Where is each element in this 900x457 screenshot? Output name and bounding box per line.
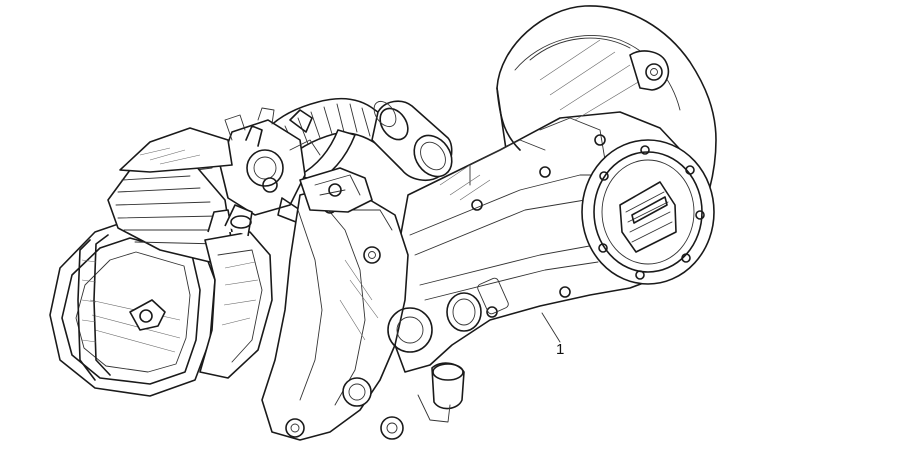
callout-1 [541, 312, 561, 343]
inspection-cap [446, 277, 509, 332]
callout-number-1: 1 [556, 341, 565, 358]
manifold [257, 107, 373, 213]
callout-leader [541, 312, 561, 343]
crankcase [261, 184, 465, 441]
round-side-cover [581, 139, 715, 285]
cylinder-head [49, 127, 273, 397]
